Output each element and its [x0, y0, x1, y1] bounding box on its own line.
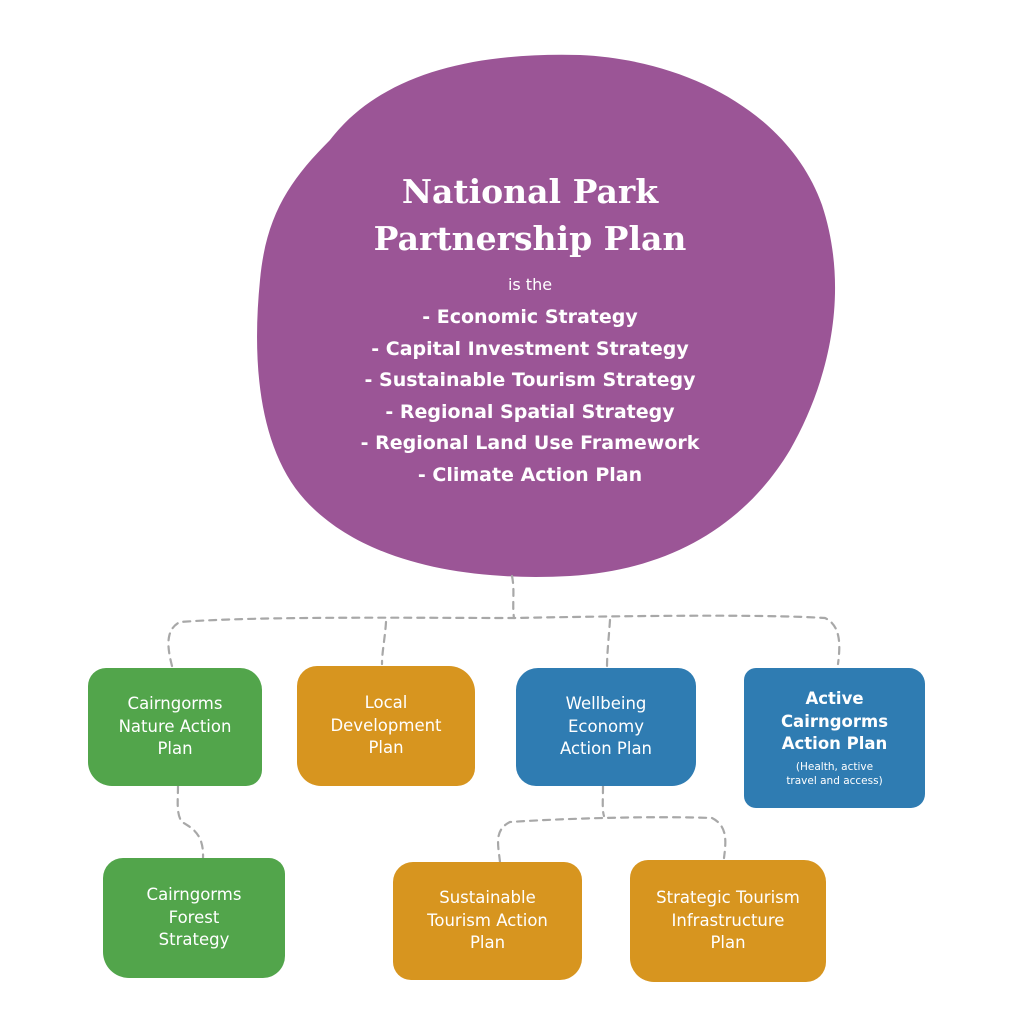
node-nature-action-plan: Cairngorms Nature Action Plan — [88, 668, 262, 786]
node-label-line: Development — [330, 715, 442, 735]
connector-nature-forest — [176, 784, 205, 860]
hub-item: - Economic Strategy — [422, 306, 638, 328]
node-label-line: Action Plan — [781, 734, 888, 754]
node-label-line: Infrastructure — [671, 910, 785, 930]
hub-title-line: Partnership Plan — [373, 219, 687, 258]
node-sustainable-tourism-action-plan: Sustainable Tourism Action Plan — [393, 862, 582, 980]
hub-title: National Park Partnership Plan — [290, 168, 770, 262]
node-label-line: Active — [805, 689, 864, 709]
node-label-line: Forest — [168, 907, 220, 927]
hub-blob — [257, 54, 836, 577]
node-note-line: (Health, active — [795, 760, 874, 773]
node-label-line: Wellbeing — [565, 694, 647, 714]
node-label: Strategic Tourism Infrastructure Plan — [656, 887, 800, 955]
node-active-cairngorms-action-plan: Active Cairngorms Action Plan (Health, a… — [744, 668, 925, 808]
hub-item: - Capital Investment Strategy — [371, 337, 689, 360]
hub-item: - Regional Land Use Framework — [360, 432, 700, 454]
node-forest-strategy: Cairngorms Forest Strategy — [103, 858, 285, 978]
hub-title-line: National Park — [401, 172, 659, 211]
node-label: Wellbeing Economy Action Plan — [560, 693, 652, 761]
node-label-line: Cairngorms — [127, 694, 223, 714]
node-label-line: Cairngorms — [146, 885, 242, 905]
connector-sub-bar — [496, 816, 727, 864]
node-label: Sustainable Tourism Action Plan — [427, 887, 548, 955]
connector-wellbeing-stem — [601, 784, 606, 818]
node-label: Cairngorms Nature Action Plan — [119, 693, 232, 761]
node-label-line: Strategic Tourism — [656, 888, 800, 908]
node-label-line: Strategy — [158, 930, 230, 950]
connector-top-bar — [167, 614, 841, 668]
node-note-line: travel and access) — [786, 774, 883, 787]
node-label-line: Nature Action — [118, 716, 232, 736]
hub-item-list: - Economic Strategy - Capital Investment… — [290, 302, 770, 491]
node-label: Local Development Plan — [330, 692, 441, 760]
node-label-line: Action Plan — [559, 739, 653, 759]
node-label-line: Economy — [568, 716, 644, 736]
connectors — [167, 574, 841, 864]
connector-local — [380, 620, 388, 666]
hub-subtitle: is the — [507, 275, 553, 294]
node-note: (Health, active travel and access) — [786, 760, 882, 788]
node-label-line: Plan — [157, 739, 193, 759]
node-label-line: Plan — [469, 933, 506, 953]
node-label-line: Plan — [368, 738, 404, 758]
node-label-line: Tourism Action — [427, 910, 548, 930]
node-strategic-tourism-infrastructure-plan: Strategic Tourism Infrastructure Plan — [630, 860, 826, 982]
connector-hub-stem — [510, 574, 516, 620]
node-label-line: Local — [364, 693, 408, 713]
node-label-line: Sustainable — [439, 888, 536, 908]
node-label: Cairngorms Forest Strategy — [147, 884, 242, 952]
node-label-line: Plan — [710, 933, 746, 953]
node-label: Active Cairngorms Action Plan — [781, 688, 888, 756]
node-wellbeing-economy-action-plan: Wellbeing Economy Action Plan — [516, 668, 696, 786]
hub-item: - Climate Action Plan — [417, 463, 643, 486]
node-local-development-plan: Local Development Plan — [297, 666, 475, 786]
hub-item: - Sustainable Tourism Strategy — [364, 369, 696, 391]
connector-wellbeing — [605, 618, 612, 670]
hub-text: National Park Partnership Plan is the - … — [290, 168, 770, 491]
hub-item: - Regional Spatial Strategy — [385, 400, 675, 423]
node-label-line: Cairngorms — [780, 711, 889, 731]
